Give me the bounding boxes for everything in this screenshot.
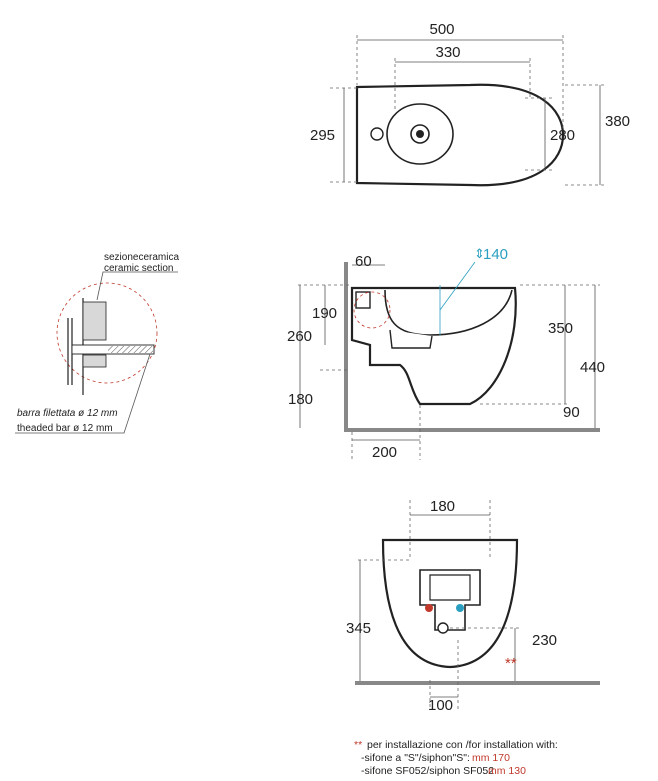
dim-295: 295	[310, 127, 335, 144]
water-level-arrow-icon: ⇕	[474, 246, 485, 261]
installation-notes: ** per installazione con /for installati…	[354, 739, 558, 777]
dim-90: 90	[563, 404, 580, 421]
floor	[355, 681, 600, 685]
detail-callout-circle	[353, 291, 391, 329]
note-line-3-value: mm 130	[488, 765, 526, 777]
note-marker: **	[354, 739, 362, 751]
note-line-3-label: -sifone SF052/siphon SF052	[361, 765, 494, 777]
bar-label-en: theaded bar ø 12 mm	[17, 423, 113, 434]
dim-230: 230	[532, 632, 557, 649]
cold-water-icon	[456, 604, 464, 612]
side-view: 60 ⇕ 140 190 260 350 440 180 90 200	[287, 246, 605, 461]
note-line-2-label: -sifone a "S"/siphon"S":	[361, 752, 470, 764]
section-label-en: ceramic section	[104, 263, 173, 274]
top-view: 500 330 295 280 380	[310, 21, 630, 187]
dim-345: 345	[346, 620, 371, 637]
bowl-section	[384, 289, 513, 336]
drain-hole	[416, 130, 424, 138]
dim-180: 180	[430, 498, 455, 515]
dim-100: 100	[428, 697, 453, 714]
dim-marker: **	[505, 655, 517, 672]
dim-260: 260	[287, 328, 312, 345]
dim-280: 280	[550, 127, 575, 144]
dim-330: 330	[435, 44, 460, 61]
dim-500: 500	[429, 21, 454, 38]
fixing-detail: sezioneceramica ceramic section barra fi…	[15, 252, 179, 434]
dim-200: 200	[372, 444, 397, 461]
front-view: 180 345 230 ** 100	[346, 498, 600, 714]
dim-440: 440	[580, 359, 605, 376]
hot-water-icon	[425, 604, 433, 612]
dim-350: 350	[548, 320, 573, 337]
section-label-it: sezioneceramica	[104, 252, 179, 263]
note-line-2-value: mm 170	[472, 752, 510, 764]
note-line-1: per installazione con /for installation …	[367, 739, 558, 751]
dim-190: 190	[312, 305, 337, 322]
detail-circle	[56, 282, 158, 384]
ceramic-section	[82, 301, 107, 341]
tap-section	[355, 291, 371, 309]
drain-icon	[437, 622, 449, 634]
dim-380: 380	[605, 113, 630, 130]
dim-140: 140	[483, 246, 508, 263]
bar-label-it: barra filettata ø 12 mm	[17, 408, 118, 419]
drain-section	[389, 329, 433, 349]
dim-180: 180	[288, 391, 313, 408]
tap-hole-icon	[370, 127, 384, 141]
wall	[344, 262, 348, 432]
dim-60: 60	[355, 253, 372, 270]
floor	[344, 428, 600, 432]
